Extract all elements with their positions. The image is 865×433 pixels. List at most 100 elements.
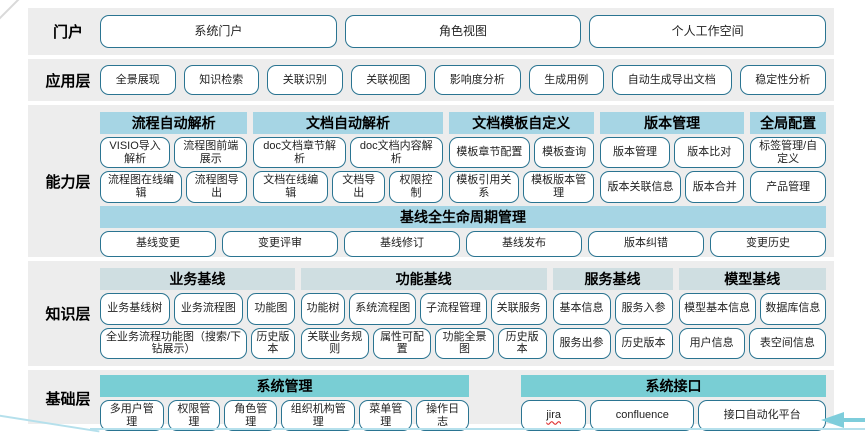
button-row: 标签管理/自定义	[750, 137, 826, 169]
feature-button[interactable]: 生成用例	[528, 65, 604, 95]
feature-button[interactable]: 数据库信息	[759, 293, 826, 325]
button-row: VISIO导入解析流程图前端展示	[100, 137, 248, 169]
feature-button[interactable]: 关联业务规则	[300, 327, 369, 359]
feature-button[interactable]: 模板引用关系	[448, 171, 520, 203]
feature-button[interactable]: 自动生成导出文档	[612, 65, 732, 95]
feature-button[interactable]: 个人工作空间	[589, 15, 827, 48]
feature-button[interactable]: 知识检索	[183, 65, 259, 95]
group-service-baseline: 服务基线基本信息服务入参服务出参历史版本	[552, 268, 673, 359]
button-row: 全业务流程功能图（搜索/下钻展示）历史版本	[100, 327, 295, 359]
feature-button[interactable]: 组织机构管理	[281, 400, 356, 432]
feature-button[interactable]: 菜单管理	[359, 400, 413, 432]
feature-button[interactable]: 子流程管理	[420, 293, 487, 325]
feature-button[interactable]: doc文档内容解析	[349, 137, 443, 169]
global-config-header: 全局配置	[750, 112, 826, 134]
version-management-header: 版本管理	[599, 112, 745, 134]
feature-button[interactable]: 历史版本	[497, 327, 547, 359]
feature-button[interactable]: 角色管理	[224, 400, 278, 432]
feature-button[interactable]: 基线修订	[344, 230, 460, 257]
feature-button[interactable]: 业务流程图	[173, 293, 244, 325]
feature-button[interactable]: 标签管理/自定义	[750, 137, 826, 169]
layer-foundation-label: 基础层	[45, 390, 91, 408]
feature-button[interactable]: 版本合并	[685, 171, 745, 203]
feature-button[interactable]: 服务入参	[614, 293, 673, 325]
feature-button[interactable]: 功能树	[300, 293, 346, 325]
feature-button[interactable]: 文档导出	[332, 171, 386, 203]
feature-button[interactable]: 用户信息	[678, 327, 745, 359]
knowledge-groups: 业务基线业务基线树业务流程图功能图全业务流程功能图（搜索/下钻展示）历史版本功能…	[100, 268, 826, 359]
feature-button[interactable]: 多用户管理	[100, 400, 164, 432]
feature-button[interactable]: 影响度分析	[434, 65, 521, 95]
feature-button[interactable]: jira	[520, 400, 587, 432]
layer-application: 应用层 全景展现知识检索关联识别关联视图影响度分析生成用例自动生成导出文档稳定性…	[28, 59, 834, 101]
feature-button[interactable]: 版本纠错	[588, 230, 704, 257]
feature-button[interactable]: 变更历史	[710, 230, 826, 257]
feature-button[interactable]: 流程图前端展示	[174, 137, 248, 169]
feature-button[interactable]: 模型基本信息	[678, 293, 756, 325]
layer-portal-label: 门户	[52, 24, 83, 41]
feature-button[interactable]: 历史版本	[251, 327, 295, 359]
feature-button[interactable]: 版本管理	[599, 137, 671, 169]
button-row: 功能树系统流程图子流程管理关联服务	[300, 293, 547, 325]
feature-button[interactable]: 历史版本	[614, 327, 673, 359]
feature-button[interactable]: 版本比对	[674, 137, 745, 169]
group-model-baseline: 模型基线模型基本信息数据库信息用户信息表空间信息	[678, 268, 826, 359]
business-baseline-header: 业务基线	[100, 268, 295, 290]
model-baseline-header: 模型基线	[678, 268, 826, 290]
button-row: 版本关联信息版本合并	[599, 171, 745, 203]
feature-button[interactable]: 模板章节配置	[448, 137, 531, 169]
feature-button[interactable]: 角色视图	[344, 15, 582, 48]
feature-button[interactable]: 系统门户	[100, 15, 337, 48]
feature-button[interactable]: 基本信息	[552, 293, 611, 325]
feature-button[interactable]: 功能图	[247, 293, 295, 325]
feature-button[interactable]: 权限管理	[167, 400, 221, 432]
button-row: 产品管理	[750, 171, 826, 203]
function-baseline-header: 功能基线	[300, 268, 547, 290]
left-arrow-icon	[821, 412, 844, 428]
button-row: 业务基线树业务流程图功能图	[100, 293, 295, 325]
layer-application-label: 应用层	[45, 72, 91, 90]
feature-button[interactable]: 服务出参	[552, 327, 611, 359]
feature-button[interactable]: 流程图在线编辑	[100, 171, 182, 203]
feature-button[interactable]: confluence	[590, 400, 695, 432]
layer-knowledge-label: 知识层	[45, 306, 91, 323]
feature-button[interactable]: 权限控制	[389, 171, 443, 203]
feature-button[interactable]: 流程图导出	[185, 171, 248, 203]
feature-button[interactable]: VISIO导入解析	[100, 137, 171, 169]
feature-button[interactable]: 属性可配置	[372, 327, 432, 359]
button-row: 流程图在线编辑流程图导出	[100, 171, 248, 203]
feature-button[interactable]: 变更评审	[222, 230, 338, 257]
system-interface-header: 系统接口	[520, 375, 826, 397]
feature-button[interactable]: 功能全景图	[435, 327, 494, 359]
baseline-lifecycle-header: 基线全生命周期管理	[100, 205, 826, 228]
feature-button[interactable]: 稳定性分析	[739, 65, 826, 95]
button-row: 模型基本信息数据库信息	[678, 293, 826, 325]
feature-button[interactable]: 关联识别	[267, 65, 343, 95]
feature-button[interactable]: 关联服务	[490, 293, 547, 325]
feature-button[interactable]: 基线变更	[100, 230, 216, 257]
baseline-lifecycle-group: 基线全生命周期管理 基线变更变更评审基线修订基线发布版本纠错变更历史	[100, 205, 826, 257]
feature-button[interactable]: 关联视图	[350, 65, 426, 95]
baseline-buttons: 基线变更变更评审基线修订基线发布版本纠错变更历史	[100, 230, 826, 257]
feature-button[interactable]: 文档在线编辑	[253, 171, 329, 203]
feature-button[interactable]: 系统流程图	[349, 293, 417, 325]
feature-button[interactable]: 模板版本管理	[523, 171, 594, 203]
button-row: 服务出参历史版本	[552, 327, 673, 359]
feature-button[interactable]: 基线发布	[466, 230, 582, 257]
portal-buttons: 系统门户角色视图个人工作空间	[100, 15, 827, 48]
feature-button[interactable]: 操作日志	[416, 400, 469, 432]
feature-button[interactable]: 全业务流程功能图（搜索/下钻展示）	[100, 327, 248, 359]
feature-button[interactable]: 产品管理	[750, 171, 826, 203]
feature-button[interactable]: 业务基线树	[100, 293, 170, 325]
feature-button[interactable]: doc文档章节解析	[253, 137, 346, 169]
feature-button[interactable]: 表空间信息	[748, 327, 826, 359]
feature-button[interactable]: 全景展现	[100, 65, 176, 95]
feature-button[interactable]: 模板查询	[534, 137, 594, 169]
feature-button[interactable]: 接口自动化平台	[698, 400, 826, 432]
feature-button[interactable]: 版本关联信息	[599, 171, 682, 203]
